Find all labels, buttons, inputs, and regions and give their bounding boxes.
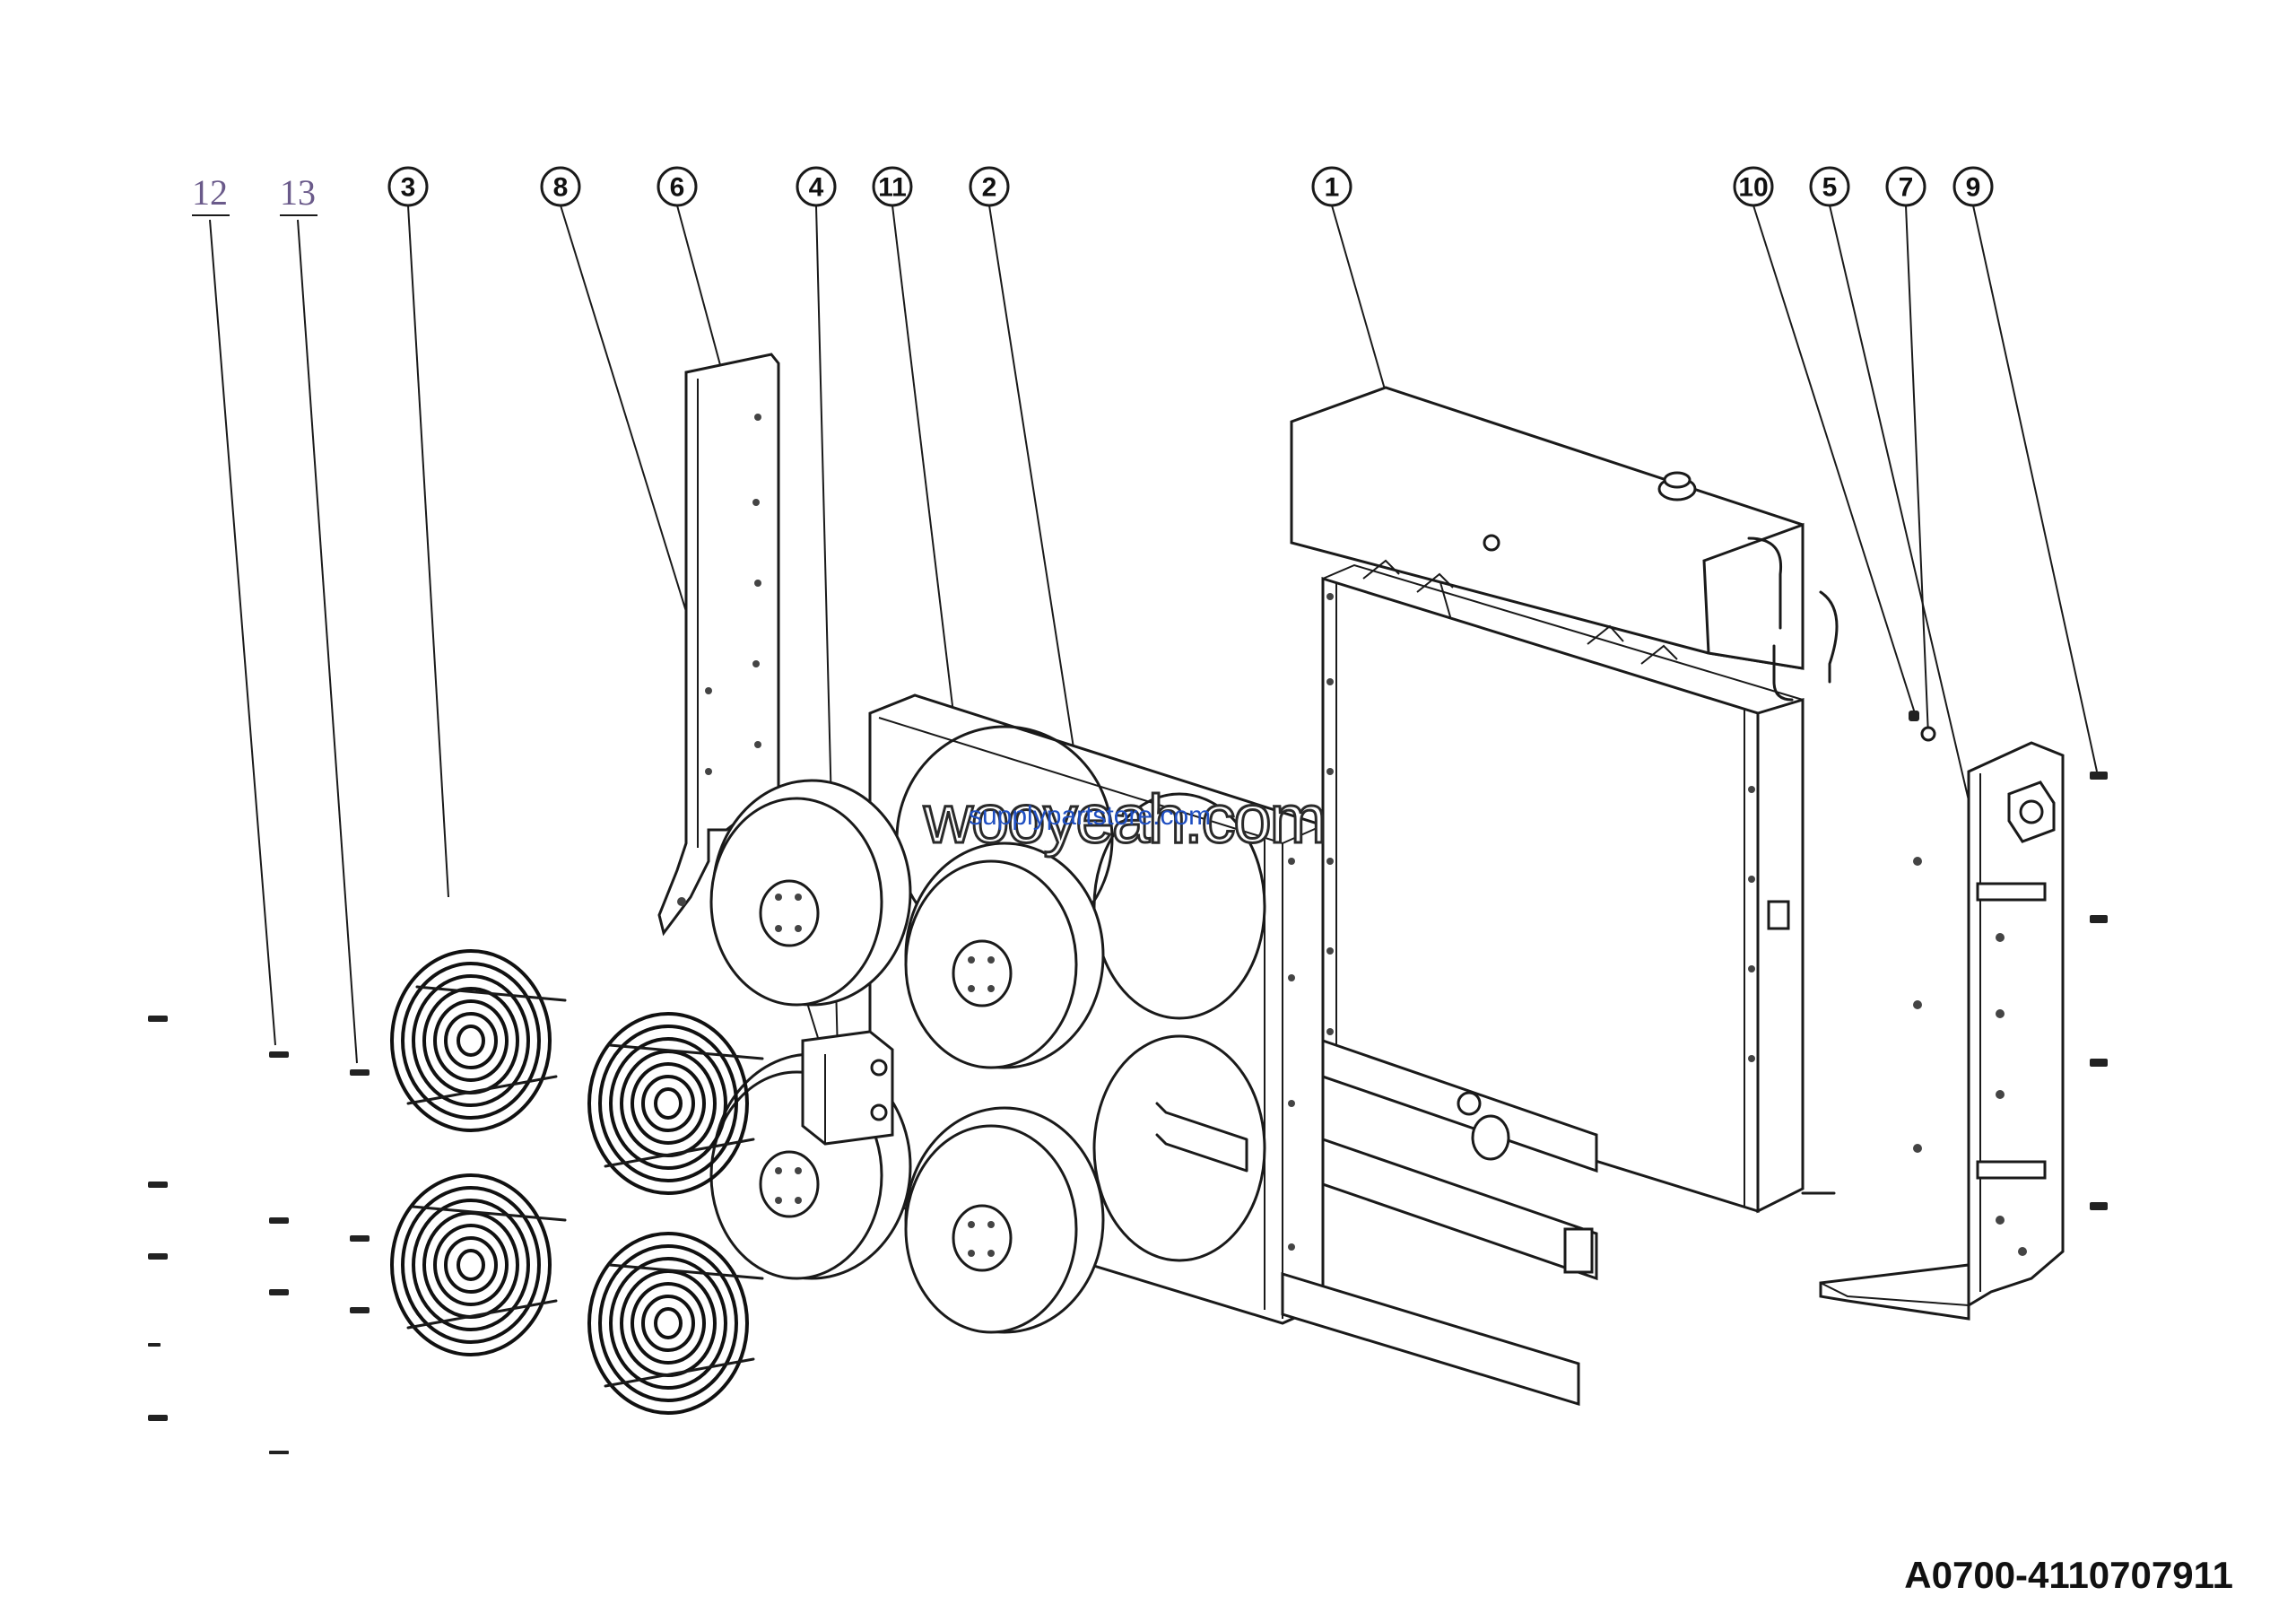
part-5-right-bracket (1819, 741, 2065, 1321)
callout-5: 5 (1809, 166, 1850, 207)
svg-text:1: 1 (1325, 173, 1340, 203)
callout-9: 9 (1952, 166, 1994, 207)
leader-lines (209, 205, 2098, 1091)
svg-text:11: 11 (878, 173, 907, 203)
part-3-fan-guards (390, 949, 764, 1415)
callout-3: 3 (387, 166, 429, 207)
callout-11: 11 (872, 166, 913, 207)
fan-motor-4 (904, 1106, 1105, 1334)
part-7-9-10-bolts (1909, 711, 2108, 1210)
fan-guard-top-right (587, 1012, 764, 1195)
svg-text:4: 4 (809, 173, 824, 203)
fan-guard-bottom-right (587, 1232, 764, 1415)
callout-13-label: 13 (280, 172, 316, 213)
svg-text:9: 9 (1966, 173, 1981, 203)
callout-12-label: 12 (192, 172, 228, 213)
watermark-small-text: supplypartstore.com (969, 801, 1212, 831)
part-12-13-bolts (148, 1016, 370, 1454)
callout-10: 10 (1733, 166, 1774, 207)
part-6-vertical-bracket (657, 353, 780, 937)
svg-text:6: 6 (670, 173, 685, 203)
watermark-text: wooyeah.com (923, 780, 1328, 859)
fan-guard-bottom-left (390, 1173, 567, 1356)
svg-text:8: 8 (553, 173, 569, 203)
svg-text:7: 7 (1899, 173, 1914, 203)
fan-guard-top-left (390, 949, 567, 1132)
callout-8: 8 (540, 166, 581, 207)
callout-1: 1 (1311, 166, 1352, 207)
callout-4: 4 (796, 166, 837, 207)
svg-text:3: 3 (401, 173, 416, 203)
part-11-fan-motors (709, 779, 1105, 1334)
svg-text:5: 5 (1822, 173, 1838, 203)
fan-motor-3 (904, 842, 1105, 1069)
callout-2: 2 (969, 166, 1010, 207)
callout-7: 7 (1885, 166, 1926, 207)
callout-labels: 12 13 3 8 6 4 11 2 1 (192, 166, 1994, 216)
callout-6: 6 (657, 166, 698, 207)
part-4-junction-box (801, 1030, 894, 1146)
part-code: A0700-4110707911 (1904, 1554, 2233, 1596)
part-1-radiator (1290, 386, 1839, 1281)
fan-motor-1 (709, 779, 912, 1007)
svg-text:10: 10 (1738, 173, 1768, 203)
svg-text:2: 2 (982, 173, 997, 203)
